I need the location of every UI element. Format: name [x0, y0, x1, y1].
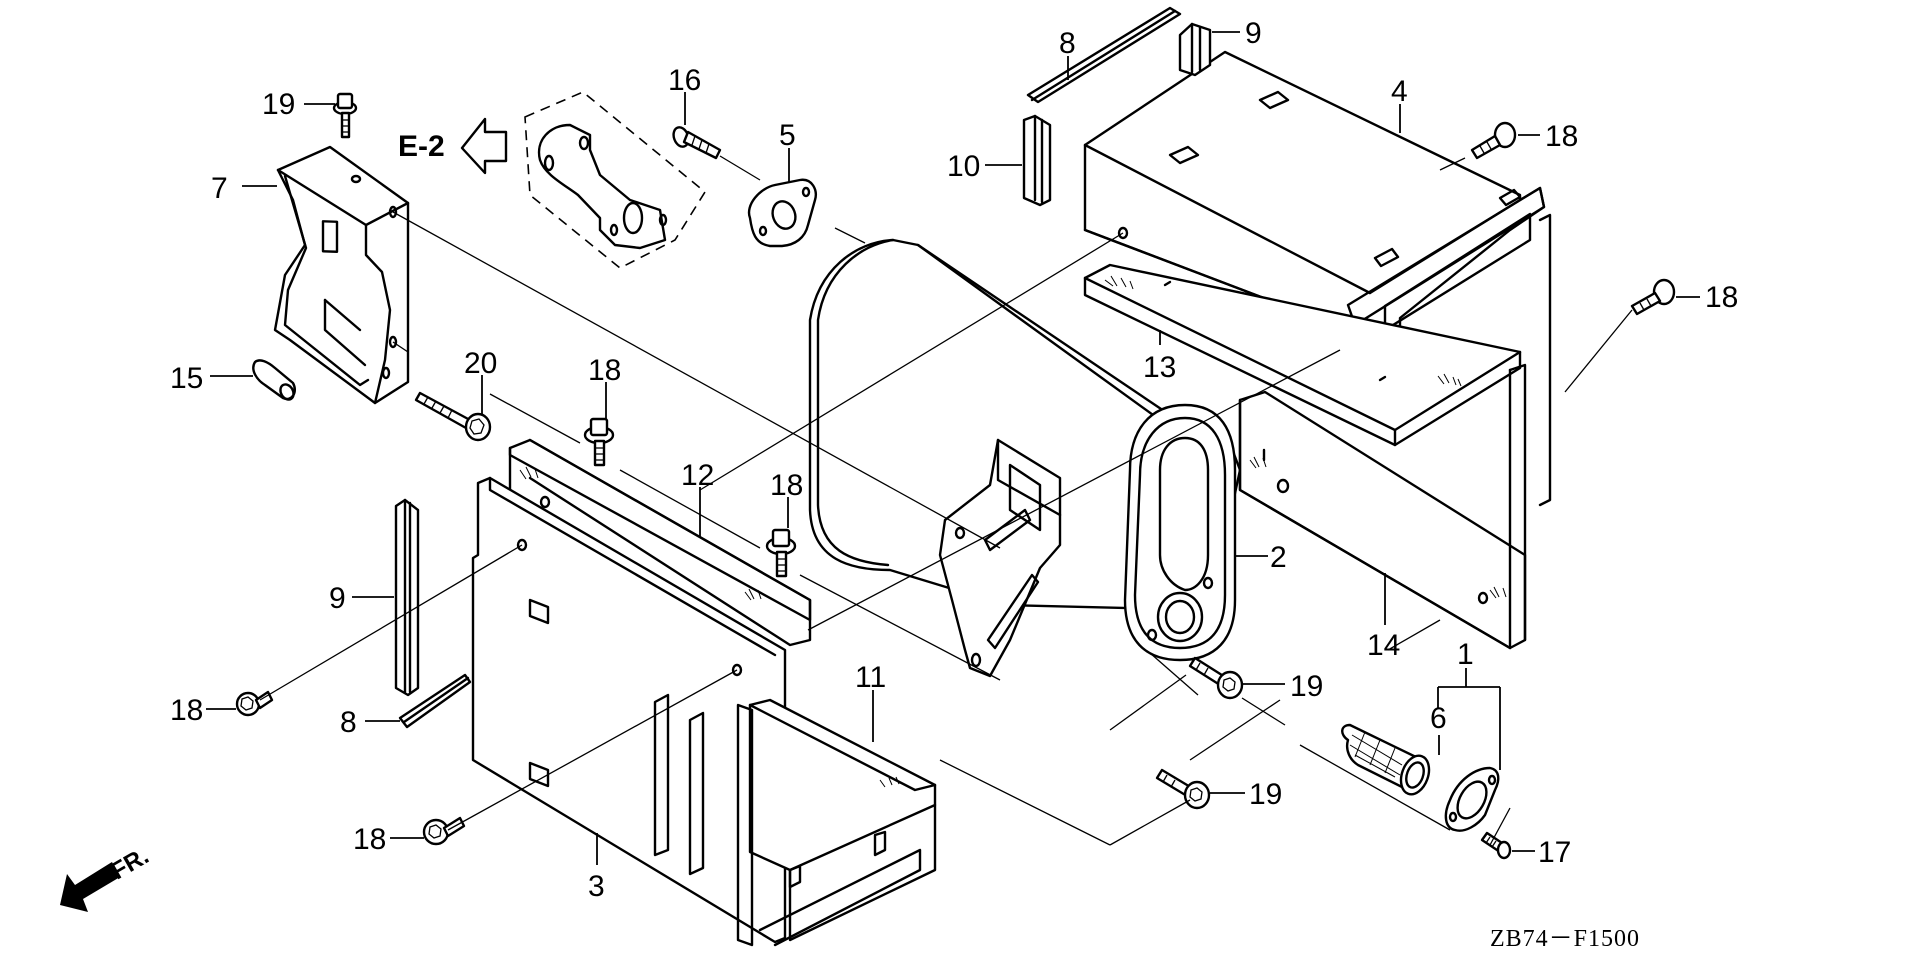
svg-text:18: 18 [588, 354, 621, 387]
callout-9-a[interactable]: 9 [1212, 17, 1262, 50]
callout-18-e[interactable]: 18 [170, 694, 236, 727]
callout-16[interactable]: 16 [668, 64, 701, 125]
svg-text:19: 19 [262, 88, 295, 121]
part-16-bolt[interactable] [671, 125, 722, 160]
svg-text:18: 18 [353, 823, 386, 856]
svg-text:16: 16 [668, 64, 701, 97]
callout-9-b[interactable]: 9 [329, 582, 394, 615]
part-6-spark-arrester-screen[interactable] [1341, 723, 1434, 798]
callout-7[interactable]: 7 [211, 172, 277, 205]
callout-18-a[interactable]: 18 [1518, 120, 1578, 153]
front-arrow-icon [60, 862, 120, 912]
svg-text:4: 4 [1391, 75, 1408, 108]
part-19-bolt-low[interactable] [1155, 768, 1211, 810]
callout-8-b[interactable]: 8 [340, 706, 400, 739]
callout-3[interactable]: 3 [588, 833, 605, 903]
svg-text:17: 17 [1538, 836, 1571, 869]
svg-text:1: 1 [1457, 638, 1474, 671]
assembly-lines [259, 155, 1633, 846]
callout-1[interactable]: 1 [1437, 638, 1501, 770]
svg-text:2: 2 [1270, 541, 1287, 574]
svg-text:12: 12 [681, 459, 714, 492]
callouts: 19 16 5 8 9 4 10 18 [170, 17, 1738, 903]
callout-18-f[interactable]: 18 [353, 823, 424, 856]
svg-text:8: 8 [340, 706, 357, 739]
part-18-bolt-left[interactable] [235, 690, 274, 717]
part-3-front-muffler-cover[interactable] [471, 476, 937, 947]
callout-12[interactable]: 12 [681, 459, 714, 537]
part-20-long-bolt[interactable] [414, 391, 492, 442]
svg-text:15: 15 [170, 362, 203, 395]
svg-text:18: 18 [1545, 120, 1578, 153]
callout-10[interactable]: 10 [947, 150, 1022, 183]
svg-text:5: 5 [779, 119, 796, 152]
svg-text:19: 19 [1249, 778, 1282, 811]
svg-text:9: 9 [329, 582, 346, 615]
part-10-seal[interactable] [1022, 114, 1052, 207]
svg-text:9: 9 [1245, 17, 1262, 50]
front-indicator: FR. [60, 842, 153, 912]
callout-15[interactable]: 15 [170, 362, 253, 395]
callout-13[interactable]: 13 [1143, 330, 1176, 384]
part-18-bolt-mid[interactable] [583, 417, 615, 467]
part-2-muffler[interactable] [808, 238, 1242, 678]
svg-text:14: 14 [1367, 629, 1400, 662]
reference-label-e2[interactable]: E-2 [398, 130, 445, 163]
part-17-tapping-screw[interactable] [1480, 831, 1512, 860]
part-18-bolt-lower-left[interactable] [422, 816, 466, 846]
callout-18-b[interactable]: 18 [1676, 281, 1738, 314]
part-5-gasket[interactable] [747, 178, 817, 248]
svg-text:6: 6 [1430, 702, 1447, 735]
svg-text:3: 3 [588, 870, 605, 903]
callout-19-c[interactable]: 19 [1210, 778, 1282, 811]
callout-19-a[interactable]: 19 [262, 88, 335, 121]
svg-text:18: 18 [1705, 281, 1738, 314]
callout-14[interactable]: 14 [1367, 573, 1400, 662]
reference-arrow-e2 [460, 117, 508, 175]
callout-17[interactable]: 17 [1512, 836, 1571, 869]
drawing-code: ZB74－F1500 [1490, 926, 1640, 952]
callout-6[interactable]: 6 [1430, 702, 1447, 755]
svg-text:18: 18 [770, 469, 803, 502]
part-9-seal-top[interactable] [1178, 22, 1212, 77]
callout-2[interactable]: 2 [1236, 541, 1287, 574]
callout-18-c[interactable]: 18 [588, 354, 621, 420]
callout-11[interactable]: 11 [855, 661, 886, 742]
callout-20[interactable]: 20 [464, 347, 497, 415]
callout-5[interactable]: 5 [779, 119, 796, 183]
part-19-bolt-top[interactable] [332, 92, 358, 139]
part-18-bolt-mid2[interactable] [765, 528, 797, 578]
callout-8-a[interactable]: 8 [1059, 27, 1076, 80]
part-8-seal-strip-top[interactable] [1026, 6, 1182, 104]
part-8-seal-strip-left[interactable] [398, 673, 472, 729]
part-19-bolt-mid[interactable] [1188, 656, 1244, 700]
part-18-bolt-far-right[interactable] [1630, 278, 1676, 316]
callout-19-b[interactable]: 19 [1243, 670, 1323, 703]
svg-text:19: 19 [1290, 670, 1323, 703]
part-13-heat-insulator[interactable] [1083, 263, 1522, 447]
svg-text:10: 10 [947, 150, 980, 183]
part-14-side-muffler-cover[interactable] [1238, 363, 1527, 650]
part-1-spark-arrester-ring[interactable] [1444, 766, 1500, 832]
svg-text:20: 20 [464, 347, 497, 380]
svg-text:18: 18 [170, 694, 203, 727]
svg-text:7: 7 [211, 172, 228, 205]
part-9-seal-left[interactable] [394, 498, 420, 697]
callout-18-d[interactable]: 18 [770, 469, 803, 528]
part-7-muffler-stay[interactable] [273, 145, 410, 405]
exhaust-pipe-reference-group [524, 91, 707, 269]
callout-4[interactable]: 4 [1391, 75, 1408, 133]
part-15-collar[interactable] [252, 359, 297, 402]
part-18-bolt-upper-right[interactable] [1470, 121, 1517, 160]
svg-text:11: 11 [855, 661, 886, 694]
svg-text:8: 8 [1059, 27, 1076, 60]
svg-text:13: 13 [1143, 351, 1176, 384]
